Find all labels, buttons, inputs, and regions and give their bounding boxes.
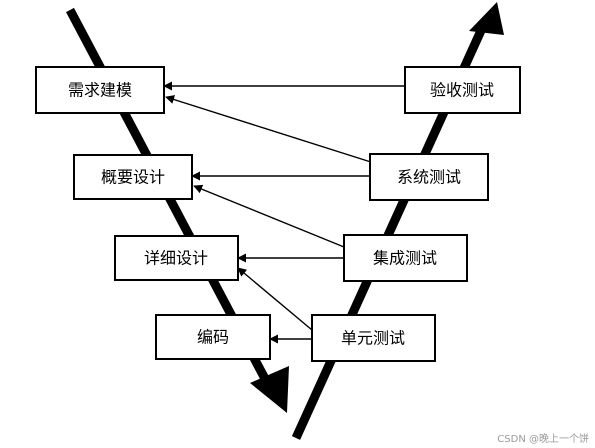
label-system-test: 系统测试 (397, 168, 461, 187)
box-integration-test: 集成测试 (343, 234, 468, 282)
box-requirements-modeling: 需求建模 (35, 66, 165, 114)
label-outline-design: 概要设计 (101, 168, 165, 187)
watermark-text: CSDN @晚上一个饼 (497, 432, 589, 445)
arrow-system-to-requirements (165, 95, 375, 164)
arrow-unit-to-detailed (237, 267, 313, 331)
box-unit-test: 单元测试 (311, 314, 436, 362)
label-coding: 编码 (197, 328, 229, 347)
box-acceptance-test: 验收测试 (404, 66, 521, 114)
label-integration-test: 集成测试 (373, 249, 437, 268)
box-system-test: 系统测试 (369, 153, 489, 201)
arrow-integration-to-outline (193, 184, 345, 248)
left-v-arrowhead (250, 366, 289, 413)
box-detailed-design: 详细设计 (114, 235, 239, 281)
label-acceptance-test: 验收测试 (430, 81, 494, 100)
right-v-arrowhead (469, 2, 504, 35)
box-outline-design: 概要设计 (73, 154, 193, 200)
label-unit-test: 单元测试 (341, 329, 405, 348)
label-requirements-modeling: 需求建模 (68, 81, 132, 100)
box-coding: 编码 (155, 314, 271, 360)
label-detailed-design: 详细设计 (144, 249, 208, 268)
